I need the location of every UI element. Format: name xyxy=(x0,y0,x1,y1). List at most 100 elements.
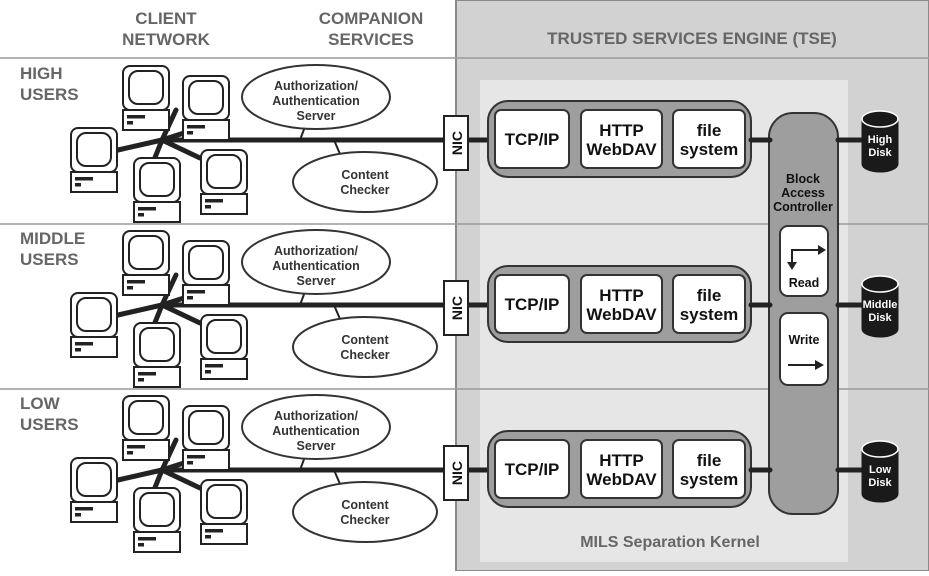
filesystem-box xyxy=(672,274,746,334)
filesystem-label-line2: system xyxy=(680,140,739,159)
webdav-label-line1: HTTP xyxy=(599,286,643,305)
computer-icon xyxy=(122,395,170,461)
filesystem-label-line1: file xyxy=(697,121,722,140)
write-box xyxy=(779,312,829,386)
computer-icon xyxy=(200,149,248,215)
network-link xyxy=(159,467,203,491)
tcpip-label: TCP/IP xyxy=(505,130,560,149)
filesystem-label-line2: system xyxy=(680,305,739,324)
content-checker xyxy=(292,151,438,213)
content-checker-line2: Checker xyxy=(340,348,389,362)
nic-box xyxy=(443,280,469,336)
tse-title: TRUSTED SERVICES ENGINE (TSE) xyxy=(547,29,837,48)
auth-server-line3: Server xyxy=(297,274,336,288)
network-link xyxy=(159,137,203,161)
content-checker-line1: Content xyxy=(341,333,389,347)
disk-label-line2: Disk xyxy=(868,477,892,489)
content-checker-line1: Content xyxy=(341,168,389,182)
webdav-box xyxy=(580,274,663,334)
read-arrow-icon xyxy=(791,249,818,264)
filesystem-box xyxy=(672,439,746,499)
webdav-label-line1: HTTP xyxy=(599,451,643,470)
users-label-line1: LOW xyxy=(20,394,61,413)
filesystem-label-line1: file xyxy=(697,286,722,305)
tcpip-box xyxy=(494,274,570,334)
auth-server xyxy=(241,394,391,460)
auth-server-line1: Authorization/ xyxy=(274,409,359,423)
disk-label-line1: Middle xyxy=(863,299,898,311)
network-link xyxy=(115,302,165,318)
tcpip-label: TCP/IP xyxy=(505,295,560,314)
computer-icon xyxy=(133,487,181,553)
auth-server-line2: Authentication xyxy=(272,424,360,438)
content-checker xyxy=(292,481,438,543)
filesystem-label-line1: file xyxy=(697,451,722,470)
disk-label-line2: Disk xyxy=(868,147,892,159)
bac-label-line2: Access xyxy=(781,186,825,200)
auth-server xyxy=(241,64,391,130)
webdav-label-line2: WebDAV xyxy=(586,470,657,489)
nic-label: NIC xyxy=(449,296,465,320)
read-label: Read xyxy=(789,276,820,290)
computer-icon xyxy=(182,240,230,306)
nic-box xyxy=(443,115,469,171)
content-checker-line1: Content xyxy=(341,498,389,512)
webdav-box xyxy=(580,109,663,169)
auth-server-line2: Authentication xyxy=(272,259,360,273)
computer-icon xyxy=(182,75,230,141)
filesystem-label-line2: system xyxy=(680,470,739,489)
users-label-line1: HIGH xyxy=(20,64,63,83)
bac-label-line1: Block xyxy=(786,172,820,186)
tcpip-box xyxy=(494,109,570,169)
disk-label-line1: Low xyxy=(869,464,891,476)
disk-label-line1: High xyxy=(868,134,893,146)
network-link xyxy=(115,467,165,483)
users-label-line2: USERS xyxy=(20,250,79,269)
computer-icon xyxy=(200,479,248,545)
webdav-label-line2: WebDAV xyxy=(586,305,657,324)
auth-server xyxy=(241,229,391,295)
filesystem-box xyxy=(672,109,746,169)
auth-server-line1: Authorization/ xyxy=(274,79,359,93)
computer-icon xyxy=(182,405,230,471)
companion-services-header-line1: COMPANION xyxy=(319,9,424,28)
client-network-header-line1: CLIENT xyxy=(135,9,197,28)
disk-label-line2: Disk xyxy=(868,312,892,324)
checker-connector xyxy=(333,469,341,485)
tcpip-label: TCP/IP xyxy=(505,460,560,479)
computer-icon xyxy=(70,457,118,523)
checker-connector xyxy=(333,139,341,155)
users-label-line2: USERS xyxy=(20,85,79,104)
computer-icon xyxy=(70,127,118,193)
write-label: Write xyxy=(788,333,819,347)
network-link xyxy=(115,137,165,153)
nic-label: NIC xyxy=(449,131,465,155)
webdav-label-line2: WebDAV xyxy=(586,140,657,159)
bac-label-line3: Controller xyxy=(773,200,833,214)
tcpip-box xyxy=(494,439,570,499)
auth-server-line3: Server xyxy=(297,439,336,453)
computer-icon xyxy=(70,292,118,358)
content-checker-line2: Checker xyxy=(340,513,389,527)
auth-server-line1: Authorization/ xyxy=(274,244,359,258)
webdav-box xyxy=(580,439,663,499)
checker-connector xyxy=(333,304,341,320)
kernel-label: MILS Separation Kernel xyxy=(580,534,760,551)
computer-icon xyxy=(122,230,170,296)
computer-icon xyxy=(122,65,170,131)
nic-label: NIC xyxy=(449,461,465,485)
webdav-label-line1: HTTP xyxy=(599,121,643,140)
read-box xyxy=(779,225,829,297)
network-link xyxy=(159,302,203,326)
computer-icon xyxy=(133,157,181,223)
client-network-header-line2: NETWORK xyxy=(122,30,211,49)
nic-box xyxy=(443,445,469,501)
computer-icon xyxy=(133,322,181,388)
